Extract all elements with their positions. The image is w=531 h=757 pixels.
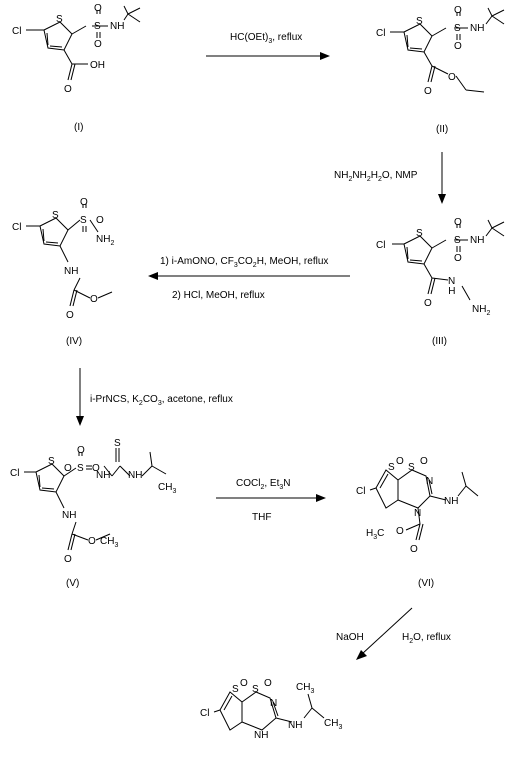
chlorine-label: Cl	[200, 708, 209, 719]
chlorine-label: Cl	[10, 468, 19, 479]
chlorine-label: Cl	[12, 26, 21, 37]
thiophene-sulfur: S	[56, 14, 63, 25]
isopropylamino-nh: NH	[444, 496, 458, 507]
reagent-step2: NH2NH2H2O, NMP	[334, 170, 418, 183]
sulfonyl-oxygen-left: O	[240, 678, 248, 689]
sulfonyl-sulfur: S	[454, 235, 461, 246]
compound-label-ii: (II)	[436, 124, 448, 135]
carbonyl-oxygen: O	[424, 298, 432, 309]
thiophene-sulfur: S	[48, 456, 55, 467]
arrow-vi-to-final: NaOH H2O, reflux	[336, 607, 451, 660]
ring-nitrogen-bottom: N	[414, 508, 421, 519]
hydroxyl: OH	[90, 60, 105, 71]
sulfonyl-oxygen-top: O	[454, 5, 462, 16]
carbonyl-oxygen: O	[424, 86, 432, 97]
sulfonyl-oxygen-right: O	[96, 215, 104, 226]
reagent-step3-line2: 2) HCl, MeOH, reflux	[172, 290, 265, 301]
ring-nh: NH	[254, 730, 268, 741]
arrow-ii-to-iii: NH2NH2H2O, NMP	[334, 152, 446, 204]
compound-label-v: (V)	[66, 578, 79, 589]
ring-sulfur: S	[408, 462, 415, 473]
reagent-step3-line1: 1) i-AmONO, CF3CO2H, MeOH, reflux	[160, 256, 328, 269]
arrow-v-to-vi: COCl2, Et3N THF	[216, 478, 326, 523]
thione-sulfur: S	[114, 438, 121, 449]
thiophene-sulfur: S	[388, 462, 395, 473]
sulfonyl-oxygen-bottom: O	[454, 41, 462, 52]
isopropylamino-nh: NH	[288, 720, 302, 731]
sulfonyl-oxygen-bottom: O	[94, 39, 102, 50]
thiourea-nh: NH	[96, 470, 110, 481]
sulfonyl-oxygen-right: O	[420, 456, 428, 467]
ring-nitrogen: N	[270, 698, 277, 709]
sulfonyl-oxygen-left: O	[396, 456, 404, 467]
ring-nitrogen: N	[426, 476, 433, 487]
sulfonyl-sulfur: S	[454, 23, 461, 34]
amide-nh: NH	[470, 235, 484, 246]
ester-methyl: H3C	[366, 528, 384, 541]
reagent-step4: i-PrNCS, K2CO3, acetone, reflux	[90, 394, 233, 407]
sulfonyl-oxygen-bottom: O	[454, 253, 462, 264]
ester-oxygen: O	[396, 526, 404, 537]
compound-label-i: (I)	[74, 122, 83, 133]
ester-oxygen: O	[88, 536, 96, 547]
carbonyl-oxygen: O	[410, 544, 418, 555]
sulfonyl-oxygen-right: O	[264, 678, 272, 689]
arrow-iv-to-v: i-PrNCS, K2CO3, acetone, reflux	[76, 368, 233, 426]
sulfonyl-sulfur: S	[80, 215, 87, 226]
compound-final: Cl S S O O N NH NH CH3 CH3	[200, 678, 342, 741]
chlorine-label: Cl	[12, 222, 21, 233]
ester-oxygen: O	[448, 72, 456, 83]
compound-ii: Cl S S O O NH O O (II)	[376, 5, 505, 135]
compound-iv: Cl S S O O NH2 NH O O (IV)	[12, 197, 114, 347]
methyl-ch3: CH3	[158, 482, 176, 495]
carbonyl-oxygen: O	[64, 554, 72, 565]
compound-vi: Cl S S O O N N NH O O H3C (VI)	[356, 456, 479, 589]
carbonyl-oxygen: O	[66, 310, 74, 321]
solvent-step5: THF	[252, 512, 271, 523]
carbamate-nh: NH	[62, 510, 76, 521]
sulfonyl-sulfur: S	[94, 21, 101, 32]
hydrazide-nh2: NH2	[472, 304, 490, 317]
chlorine-label: Cl	[376, 240, 385, 251]
thiophene-sulfur: S	[52, 210, 59, 221]
sulfonyl-sulfur: S	[77, 463, 84, 474]
reagent-step5: COCl2, Et3N	[236, 478, 291, 491]
ring-sulfur: S	[252, 684, 259, 695]
sulfonyl-oxygen-left: O	[64, 463, 72, 474]
sulfonyl-oxygen-right: O	[92, 463, 100, 474]
thiourea-nh-right: NH	[128, 470, 142, 481]
reagent-step6-base: NaOH	[336, 632, 364, 643]
compound-v: Cl S S O O O NH S NH NH O O CH3 CH3 (V)	[10, 438, 176, 589]
reagent-step6-solvent: H2O, reflux	[402, 632, 451, 645]
sulfonyl-oxygen-top: O	[454, 217, 462, 228]
thiophene-sulfur: S	[416, 16, 423, 27]
compound-i: Cl S S O O NH O OH (I)	[12, 3, 141, 133]
arrow-iii-to-iv: 1) i-AmONO, CF3CO2H, MeOH, reflux 2) HCl…	[148, 256, 350, 301]
arrow-i-to-ii: HC(OEt)3, reflux	[206, 32, 330, 60]
amide-nh: NH	[470, 23, 484, 34]
ester-methyl: CH3	[100, 536, 118, 549]
carbonyl-oxygen: O	[64, 84, 72, 95]
methyl-ch3-top: CH3	[296, 682, 314, 695]
chlorine-label: Cl	[376, 28, 385, 39]
compound-label-iv: (IV)	[66, 336, 82, 347]
ester-oxygen: O	[90, 294, 98, 305]
compound-label-iii: (III)	[432, 336, 447, 347]
methyl-ch3-bottom: CH3	[324, 718, 342, 731]
sulfonamide-nh2: NH2	[96, 234, 114, 247]
amide-nh: NH	[110, 21, 124, 32]
sulfonyl-oxygen-top: O	[94, 3, 102, 14]
chlorine-label: Cl	[356, 486, 365, 497]
compound-label-vi: (VI)	[418, 578, 434, 589]
sulfonyl-oxygen-top: O	[77, 445, 85, 456]
thiophene-sulfur: S	[416, 228, 423, 239]
carbamate-nh: NH	[64, 266, 78, 277]
sulfonyl-oxygen-top: O	[80, 197, 88, 208]
reagent-step1: HC(OEt)3, reflux	[230, 32, 302, 45]
thiophene-sulfur: S	[232, 684, 239, 695]
